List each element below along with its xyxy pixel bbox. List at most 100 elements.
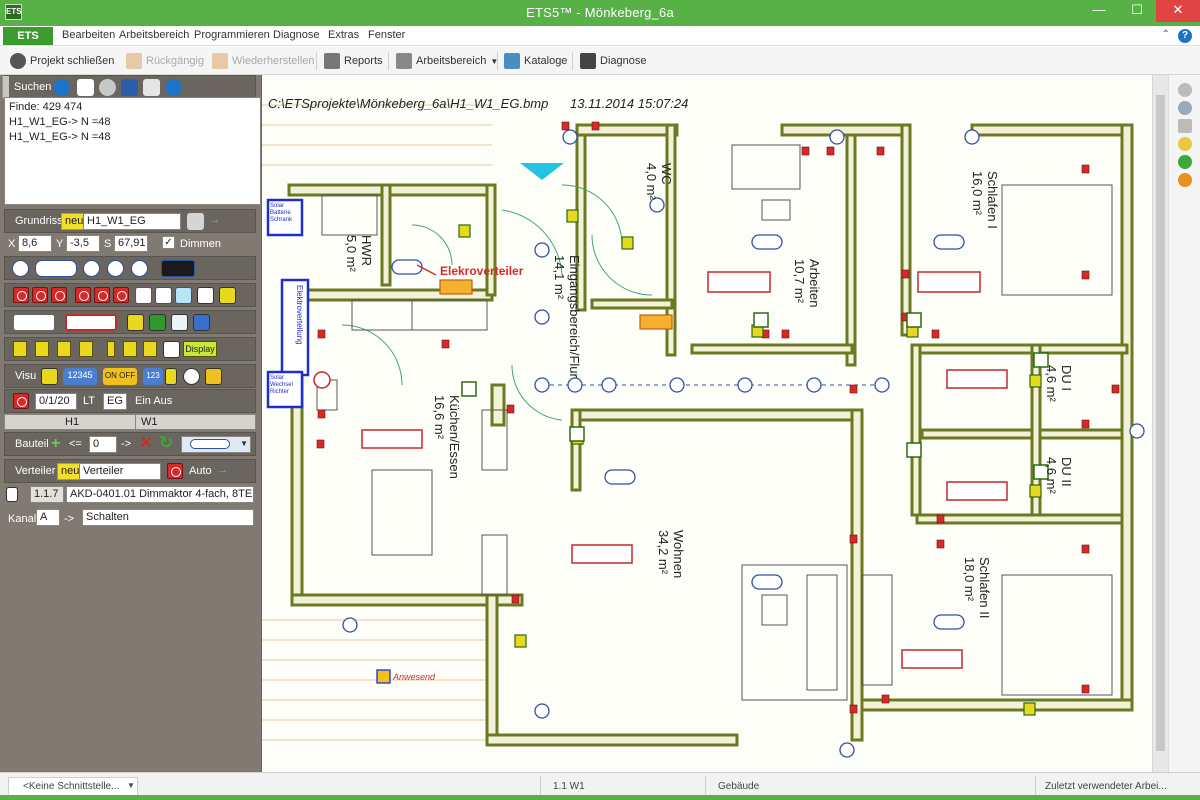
save-icon[interactable]	[121, 79, 138, 96]
socket-icon[interactable]	[94, 287, 110, 303]
eg-input[interactable]: EG	[103, 393, 127, 410]
device-address[interactable]: 1.1.7	[30, 486, 64, 503]
floorplan-select[interactable]: H1_W1_EG	[83, 213, 181, 230]
diagnostics-button[interactable]: Diagnose	[580, 52, 646, 70]
scrollbar-thumb[interactable]	[1156, 95, 1165, 751]
auto-label[interactable]: Auto	[189, 465, 212, 477]
dimmen-checkbox[interactable]: ✓	[162, 236, 175, 249]
s-input[interactable]: 67,91	[114, 235, 148, 252]
switch-socket-icon[interactable]	[135, 287, 152, 304]
ceiling-light-icon[interactable]	[35, 260, 77, 277]
visu-bar-icon[interactable]	[165, 368, 177, 385]
distributor-select[interactable]: Verteiler	[79, 463, 161, 480]
menu-programmieren[interactable]: Programmieren	[194, 29, 270, 41]
clock-icon[interactable]	[1178, 137, 1192, 151]
dimmer-lamp-icon[interactable]	[83, 260, 100, 277]
document-icon[interactable]	[1178, 119, 1192, 133]
info-icon[interactable]	[53, 79, 70, 96]
rail-actuator-icon[interactable]	[13, 314, 55, 331]
add-icon[interactable]: +	[51, 435, 61, 452]
play-icon[interactable]	[1178, 155, 1192, 169]
visu-number-icon[interactable]: 123	[143, 368, 163, 385]
visu-value-icon[interactable]: 12345	[63, 368, 97, 385]
workspace-button[interactable]: Arbeitsbereich ▼	[396, 52, 498, 70]
display-button[interactable]: Display	[183, 341, 217, 357]
interface-select[interactable]: <Keine Schnittstelle... ▼	[8, 777, 138, 796]
menu-fenster[interactable]: Fenster	[368, 29, 406, 41]
push-button-icon[interactable]	[123, 341, 137, 357]
ets-menu[interactable]: ETS	[3, 27, 53, 45]
push-button-icon[interactable]	[79, 341, 93, 357]
new-floorplan-button[interactable]: neu	[61, 213, 88, 230]
visu-onoff-icon[interactable]: ON OFF	[103, 368, 137, 385]
group-address-input[interactable]: 0/1/20	[35, 393, 77, 410]
close-icon[interactable]: ✕	[1156, 0, 1200, 22]
person-icon[interactable]	[175, 287, 192, 304]
clock-icon[interactable]	[183, 368, 200, 385]
component-index-input[interactable]: 0	[89, 436, 117, 453]
blind-actuator-icon[interactable]	[149, 314, 166, 331]
heating-actuator-icon[interactable]	[65, 314, 117, 331]
socket-icon[interactable]	[13, 287, 29, 303]
module-icon[interactable]	[127, 314, 144, 331]
push-button-icon[interactable]	[35, 341, 49, 357]
push-button-icon[interactable]	[107, 341, 115, 357]
push-button-icon[interactable]	[143, 341, 157, 357]
undo-icon[interactable]	[1178, 173, 1192, 187]
printer-icon[interactable]	[143, 79, 160, 96]
arrow-right-icon[interactable]: →	[217, 464, 228, 476]
drag-handle[interactable]	[2, 76, 9, 98]
minimize-icon[interactable]: —	[1092, 2, 1106, 17]
help-icon[interactable]: ?	[1178, 29, 1192, 43]
distributor-grid-icon[interactable]	[167, 463, 183, 479]
device-name[interactable]: AKD-0401.01 Dimmaktor 4-fach, 8TE,	[66, 486, 254, 503]
push-button-icon[interactable]	[13, 341, 27, 357]
thermostat-icon[interactable]	[163, 341, 180, 358]
pin-icon[interactable]	[1178, 83, 1192, 97]
visu-frame-icon[interactable]	[41, 368, 58, 385]
help-icon[interactable]	[165, 79, 182, 96]
arrow-right-icon[interactable]: →	[209, 214, 220, 226]
display-panel-icon[interactable]	[161, 260, 195, 277]
result-line[interactable]: H1_W1_EG-> N =48	[9, 116, 111, 128]
component-select[interactable]: ▼	[181, 436, 251, 453]
y-input[interactable]: -3,5	[66, 235, 100, 252]
maximize-icon[interactable]: ☐	[1131, 2, 1143, 17]
socket-icon[interactable]	[32, 287, 48, 303]
function-input[interactable]: Schalten	[82, 509, 254, 526]
socket-icon[interactable]	[51, 287, 67, 303]
building-label[interactable]: H1	[65, 416, 80, 428]
gear-icon[interactable]	[99, 79, 116, 96]
grid-icon[interactable]	[13, 393, 29, 409]
new-distributor-button[interactable]: neu	[57, 463, 84, 480]
wall-lamp-icon[interactable]	[131, 260, 148, 277]
menu-bearbeiten[interactable]: Bearbeiten	[62, 29, 116, 41]
phone-icon[interactable]	[197, 287, 214, 304]
speaker-icon[interactable]	[155, 287, 172, 304]
floorplan-grid-icon[interactable]	[187, 213, 204, 230]
socket-icon[interactable]	[113, 287, 129, 303]
delete-icon[interactable]: ✕	[139, 433, 154, 452]
chevron-up-icon[interactable]: ⌃	[1161, 29, 1170, 40]
undo-button[interactable]: Rückgängig	[126, 52, 204, 70]
vertical-scrollbar[interactable]	[1152, 75, 1168, 772]
catalogs-button[interactable]: Kataloge	[504, 52, 567, 70]
result-line[interactable]: H1_W1_EG-> N =48	[9, 131, 111, 143]
rotate-icon[interactable]: ↻	[159, 433, 174, 452]
redo-button[interactable]: Wiederherstellen	[212, 52, 315, 70]
lamp-icon[interactable]	[12, 260, 29, 277]
spot-lamp-icon[interactable]	[107, 260, 124, 277]
channel-input[interactable]: A	[36, 509, 60, 526]
wrench-icon[interactable]	[77, 79, 94, 96]
reports-button[interactable]: Reports	[324, 52, 383, 70]
socket-icon[interactable]	[75, 287, 91, 303]
zoom-icon[interactable]	[1178, 101, 1192, 115]
menu-extras[interactable]: Extras	[328, 29, 360, 41]
warning-icon[interactable]	[205, 368, 222, 385]
chart-module-icon[interactable]	[171, 314, 188, 331]
floor-plan-canvas[interactable]: C:\ETSprojekte\Mönkeberg_6a\H1_W1_EG.bmp…	[262, 75, 1152, 772]
ein-aus-label[interactable]: Ein Aus	[135, 395, 173, 407]
push-button-icon[interactable]	[57, 341, 71, 357]
menu-arbeitsbereich[interactable]: Arbeitsbereich	[119, 29, 190, 41]
x-input[interactable]: 8,6	[18, 235, 52, 252]
